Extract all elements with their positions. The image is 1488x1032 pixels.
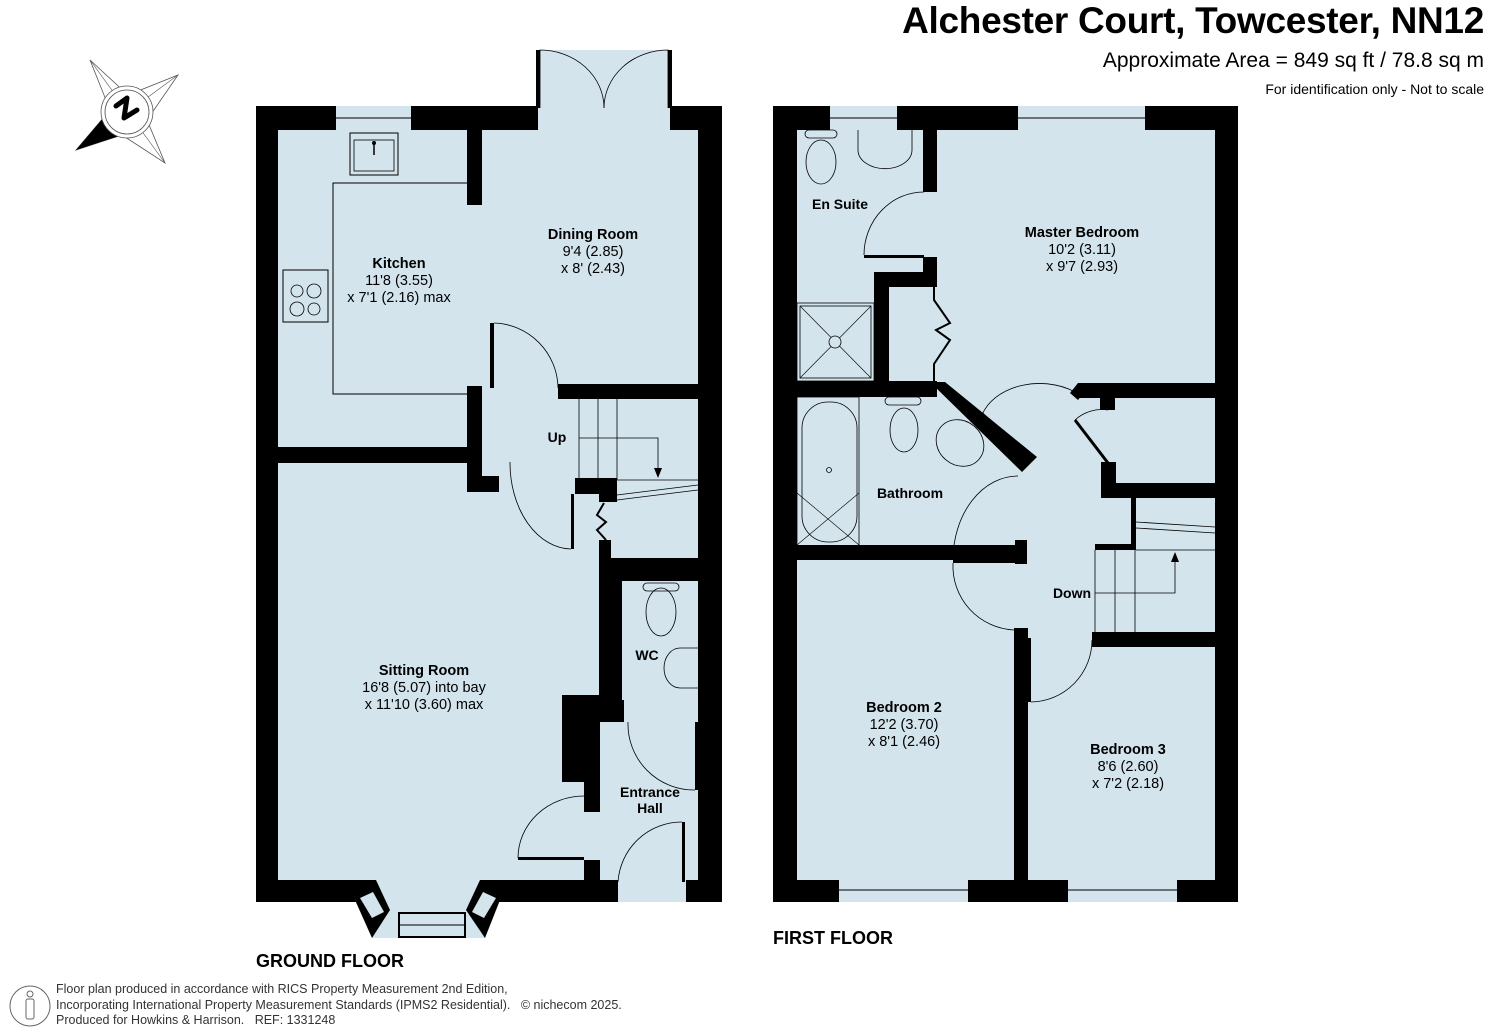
room-dim-width: x 11'10 (3.60) max bbox=[364, 697, 484, 713]
room-bedroom-3: Bedroom 3 8'6 (2.60) x 7'2 (2.18) bbox=[1090, 742, 1166, 793]
disclaimer: For identification only - Not to scale bbox=[1265, 81, 1484, 97]
room-dim-width: x 8'1 (2.46) bbox=[867, 734, 941, 750]
room-dim-length: 8'6 (2.60) bbox=[1097, 759, 1159, 775]
stairs-down-label: Down bbox=[1052, 585, 1092, 601]
room-name: Dining Room bbox=[547, 227, 639, 243]
room-wc: WC bbox=[635, 647, 659, 663]
property-title: Alchester Court, Towcester, NN12 bbox=[902, 0, 1484, 41]
room-name: Bedroom 3 bbox=[1090, 742, 1166, 758]
room-name: Sitting Room bbox=[378, 663, 470, 679]
room-bathroom: Bathroom bbox=[876, 485, 944, 501]
compass-north-icon bbox=[74, 59, 180, 165]
footer-line-3: Produced for Howkins & Harrison. REF: 13… bbox=[56, 1013, 336, 1027]
room-name-line1: Entrance bbox=[620, 784, 680, 800]
approximate-area: Approximate Area = 849 sq ft / 78.8 sq m bbox=[1102, 49, 1484, 72]
first-floor-label: FIRST FLOOR bbox=[773, 928, 893, 948]
ground-floor-label: GROUND FLOOR bbox=[256, 951, 404, 971]
room-dining-room: Dining Room 9'4 (2.85) x 8' (2.43) bbox=[548, 227, 638, 278]
room-sitting-room: Sitting Room 16'8 (5.07) into bay x 11'1… bbox=[362, 663, 486, 714]
room-name: Bedroom 2 bbox=[866, 700, 942, 716]
room-en-suite: En Suite bbox=[811, 196, 869, 212]
ground-floor-plan bbox=[256, 49, 722, 938]
room-name: Master Bedroom bbox=[1024, 225, 1140, 241]
room-dim-length: 10'2 (3.11) bbox=[1048, 242, 1116, 258]
room-name: Kitchen bbox=[372, 256, 426, 272]
person-info-icon bbox=[9, 985, 51, 1027]
room-dim-width: x 7'2 (2.18) bbox=[1091, 776, 1165, 792]
room-master-bedroom: Master Bedroom 10'2 (3.11) x 9'7 (2.93) bbox=[1025, 225, 1139, 276]
stairs-up-label: Up bbox=[547, 429, 567, 445]
room-bedroom-2: Bedroom 2 12'2 (3.70) x 8'1 (2.46) bbox=[866, 700, 942, 751]
first-floor-plan bbox=[773, 106, 1238, 902]
footer-notes: Floor plan produced in accordance with R… bbox=[56, 982, 622, 1029]
room-kitchen: Kitchen 11'8 (3.55) x 7'1 (2.16) max bbox=[347, 256, 451, 307]
room-entrance-hall: Entrance Hall bbox=[620, 784, 680, 816]
footer-line-2: Incorporating International Property Mea… bbox=[56, 997, 622, 1012]
room-dim-length: 9'4 (2.85) bbox=[562, 244, 624, 260]
room-dim-length: 12'2 (3.70) bbox=[869, 717, 939, 733]
room-dim-width: x 9'7 (2.93) bbox=[1045, 259, 1119, 275]
footer-line-1: Floor plan produced in accordance with R… bbox=[56, 982, 508, 996]
room-dim-width: x 7'1 (2.16) max bbox=[347, 290, 451, 306]
room-dim-length: 11'8 (3.55) bbox=[365, 273, 433, 289]
room-dim-length: 16'8 (5.07) into bay bbox=[362, 680, 486, 696]
room-dim-width: x 8' (2.43) bbox=[560, 261, 626, 277]
room-name-line2: Hall bbox=[637, 800, 663, 816]
